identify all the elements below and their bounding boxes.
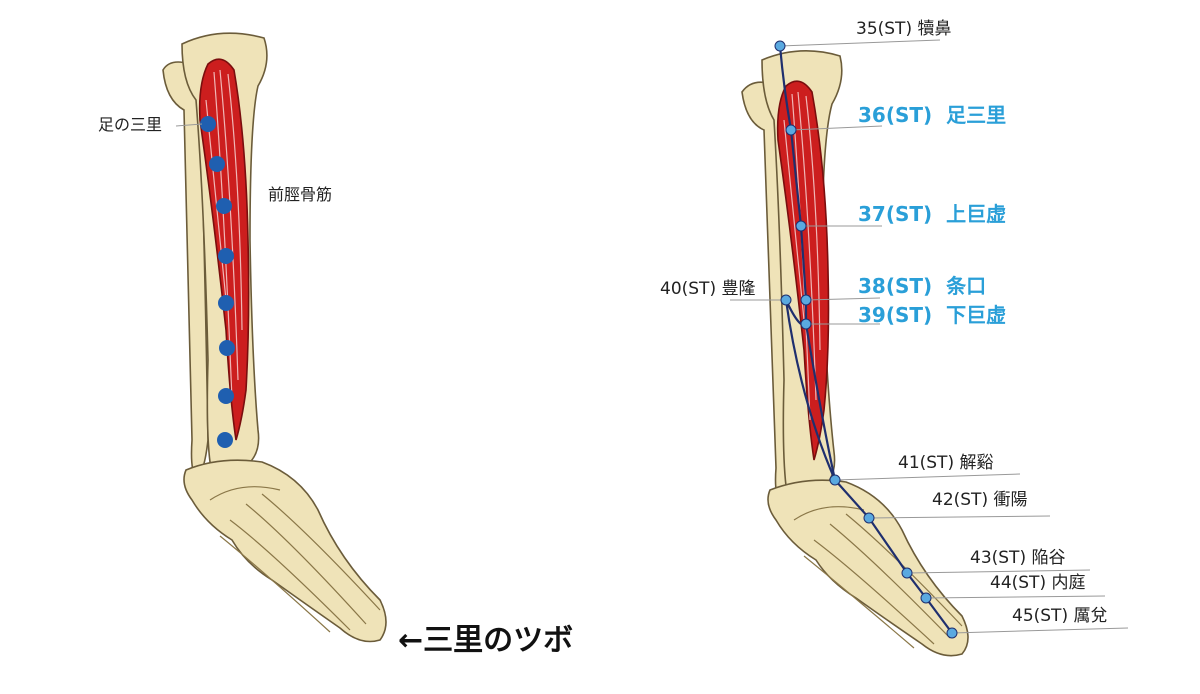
left-muscle-label: 前脛骨筋 <box>268 185 333 204</box>
acupoint-code: 35(ST) <box>856 19 913 39</box>
leader-line <box>868 515 1051 519</box>
left-foot-bones <box>183 459 387 643</box>
acupoint-label: 41(ST) 解谿 <box>898 455 993 472</box>
right-leader-lines <box>730 39 1129 634</box>
acupoint-code: 38(ST) <box>858 274 933 298</box>
leader-line <box>805 297 881 301</box>
acupoint-label: 40(ST) 豊隆 <box>660 281 755 298</box>
left-acupoint-dot <box>209 156 225 172</box>
left-acupoint-dot <box>200 116 216 132</box>
right-acupoint-markers <box>774 40 958 639</box>
acupoint-label: 36(ST) 足三里 <box>858 105 1006 125</box>
leader-line <box>951 627 1129 634</box>
acupoint-label: 44(ST) 内庭 <box>990 575 1085 592</box>
acupoint-marker <box>920 592 932 604</box>
stomach-meridian-line <box>778 45 953 634</box>
acupoint-label: 38(ST) 条口 <box>858 276 986 296</box>
acupoint-name: 豊隆 <box>721 279 756 299</box>
left-acupoint-dot <box>218 388 234 404</box>
acupoint-name: 厲兌 <box>1073 606 1108 626</box>
acupoint-label: 37(ST) 上巨虚 <box>858 204 1006 224</box>
acupoint-code: 44(ST) <box>990 573 1047 593</box>
acupoint-name: 足三里 <box>946 103 1007 127</box>
acupoint-marker <box>946 627 958 639</box>
acupoint-code: 36(ST) <box>858 103 933 127</box>
acupoint-marker <box>795 220 807 232</box>
left-point-label: 足の三里 <box>98 115 163 134</box>
left-acupoint-dot <box>218 248 234 264</box>
right-leg-illustration <box>730 39 1129 657</box>
acupoint-name: 犢鼻 <box>917 19 952 39</box>
acupoint-marker <box>901 567 913 579</box>
acupoint-code: 43(ST) <box>970 548 1027 568</box>
acupoint-code: 42(ST) <box>932 490 989 510</box>
acupoint-label: 39(ST) 下巨虚 <box>858 305 1006 325</box>
acupoint-marker <box>829 474 841 486</box>
leader-line <box>834 473 1021 481</box>
left-acupoint-dot <box>218 295 234 311</box>
acupoint-label: 43(ST) 陥谷 <box>970 550 1065 567</box>
acupoint-code: 41(ST) <box>898 453 955 473</box>
leader-line <box>906 569 1091 574</box>
acupoint-code: 37(ST) <box>858 202 933 226</box>
acupoint-name: 陥谷 <box>1031 548 1066 568</box>
left-leg-illustration <box>162 32 387 643</box>
acupoint-name: 下巨虚 <box>946 303 1007 327</box>
acupoint-code: 40(ST) <box>660 279 717 299</box>
acupoint-code: 39(ST) <box>858 303 933 327</box>
acupoint-marker <box>800 318 812 330</box>
acupoint-name: 解谿 <box>959 453 994 473</box>
acupoint-name: 衝陽 <box>993 490 1028 510</box>
acupoint-name: 条口 <box>946 274 987 298</box>
acupoint-marker <box>863 512 875 524</box>
acupoint-label: 45(ST) 厲兌 <box>1012 608 1107 625</box>
leader-line <box>779 39 941 47</box>
acupoint-marker <box>800 294 812 306</box>
right-foot-bones <box>767 479 969 657</box>
leader-line <box>925 595 1106 599</box>
acupoint-label: 35(ST) 犢鼻 <box>856 21 951 38</box>
left-acupoint-dot <box>217 432 233 448</box>
caption: ←三里のツボ <box>398 623 574 658</box>
left-acupoint-dot <box>219 340 235 356</box>
left-acupoint-dots <box>200 116 235 448</box>
acupoint-code: 45(ST) <box>1012 606 1069 626</box>
left-acupoint-dot <box>216 198 232 214</box>
acupoint-name: 内庭 <box>1051 573 1086 593</box>
acupoint-marker <box>774 40 786 52</box>
acupoint-label: 42(ST) 衝陽 <box>932 492 1027 509</box>
acupoint-marker <box>785 124 797 136</box>
acupoint-marker <box>780 294 792 306</box>
acupoint-name: 上巨虚 <box>946 202 1007 226</box>
leader-line <box>790 125 883 131</box>
